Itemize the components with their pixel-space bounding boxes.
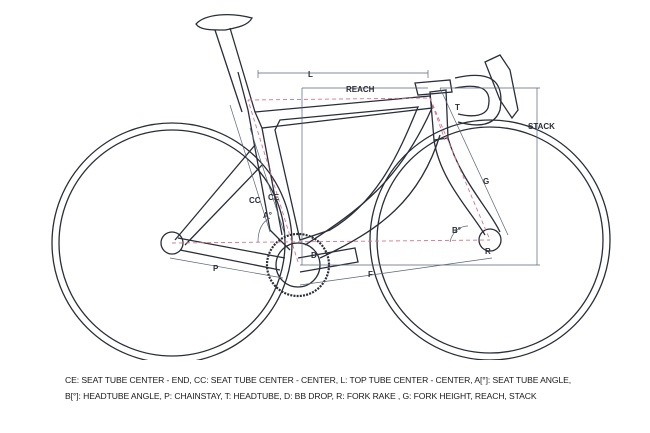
top-tube <box>254 95 433 129</box>
ce-dimension-line <box>249 127 286 236</box>
crank-arm <box>297 247 359 273</box>
bike-geometry-diagram: L REACH T STACK G CC CE A° B° P D F R <box>51 13 611 360</box>
fork <box>433 137 501 236</box>
label-g: G <box>483 177 489 186</box>
frame-window <box>274 106 420 241</box>
stem <box>414 79 453 96</box>
rear-wheel-outer <box>51 122 293 360</box>
label-reach: REACH <box>346 85 375 94</box>
down-tube <box>304 107 441 259</box>
a-angle-arc <box>257 217 271 243</box>
legend-caption: CE: SEAT TUBE CENTER - END, CC: SEAT TUB… <box>65 375 572 401</box>
f-dimension-line <box>299 257 493 286</box>
p-dimension-line <box>169 257 284 279</box>
reach-dimension-line <box>301 87 428 265</box>
label-a: A° <box>263 211 272 220</box>
g-dimension-line <box>439 87 509 236</box>
label-stack: STACK <box>528 122 555 131</box>
stack-dimension-line <box>300 87 540 266</box>
front-wheel-inner <box>376 126 604 354</box>
label-ce: CE <box>268 193 280 202</box>
chain-stay <box>177 237 286 271</box>
label-t: T <box>455 103 460 112</box>
dashed-fork-line <box>429 97 491 241</box>
front-hub <box>478 228 502 252</box>
head-tube <box>429 89 449 141</box>
dashed-top-tube-line <box>247 97 431 101</box>
rear-wheel-inner <box>58 129 286 357</box>
dashed-head-tube-line <box>429 97 446 141</box>
label-l: L <box>308 70 313 79</box>
label-cc: CC <box>249 196 261 205</box>
cc-dimension-line <box>229 104 271 233</box>
label-p: P <box>213 264 219 273</box>
l-dimension-line <box>257 70 429 78</box>
seat-stay <box>174 144 263 246</box>
dashed-seat-tube-line <box>247 99 299 263</box>
saddle <box>195 13 253 31</box>
b-angle-arc <box>449 225 469 243</box>
label-r: R <box>485 247 491 256</box>
seat-post <box>214 27 256 113</box>
dashed-wheelbase-line <box>171 239 491 244</box>
brake-lever <box>484 54 519 120</box>
label-d: D <box>311 251 317 260</box>
label-f: F <box>368 270 373 279</box>
label-b: B° <box>452 226 461 235</box>
handlebar <box>454 74 502 126</box>
front-wheel-outer <box>369 119 611 360</box>
